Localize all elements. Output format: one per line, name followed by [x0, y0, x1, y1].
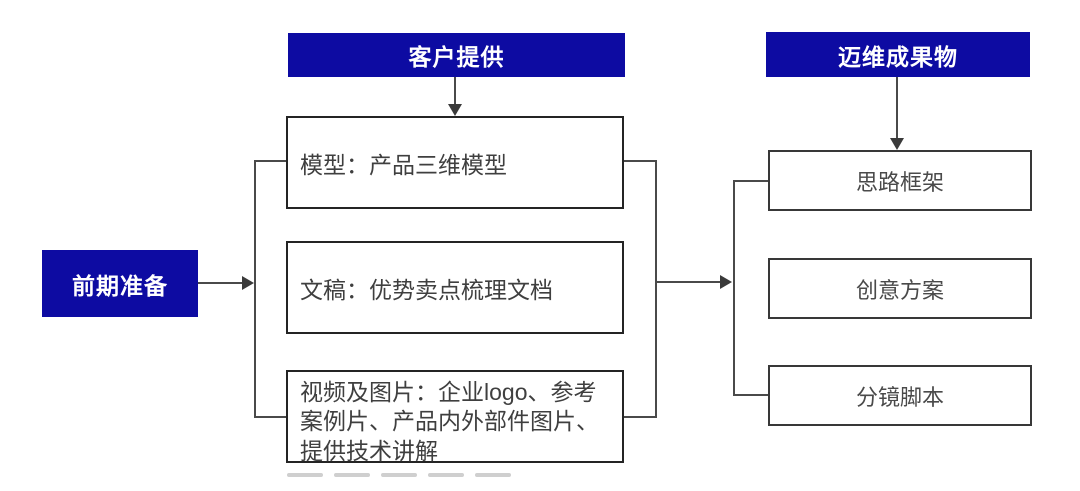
- connector-deliverables-header: [896, 77, 898, 138]
- stage-node-preparation: 前期准备: [42, 250, 198, 317]
- left-bracket-vertical: [254, 160, 256, 418]
- deliverable-box-framework: 思路框架: [768, 150, 1032, 211]
- right-bracket-stub-bottom: [733, 394, 768, 396]
- mid-bracket-vertical: [655, 160, 657, 418]
- connector-client-header: [454, 77, 456, 104]
- client-box-video-images: 视频及图片：企业logo、参考案例片、产品内外部件图片、提供技术讲解: [286, 370, 624, 464]
- cropped-text-artifact: [381, 473, 417, 477]
- arrowhead-down-icon: [448, 104, 462, 116]
- cropped-text-artifact: [334, 473, 370, 477]
- left-bracket-stub-bottom: [254, 416, 287, 418]
- right-bracket-vertical: [733, 180, 735, 396]
- deliverable-box-creative-plan: 创意方案: [768, 258, 1032, 319]
- mid-bracket-stub-top: [623, 160, 656, 162]
- arrowhead-right-icon: [720, 275, 732, 289]
- client-box-model: 模型：产品三维模型: [286, 116, 624, 209]
- cropped-text-artifact: [428, 473, 464, 477]
- header-deliverables: 迈维成果物: [766, 32, 1030, 77]
- arrowhead-down-icon: [890, 138, 904, 150]
- left-bracket-stub-top: [254, 160, 287, 162]
- right-bracket-stub-top: [733, 180, 768, 182]
- connector-mid-arrow: [656, 281, 720, 283]
- client-box-document: 文稿：优势卖点梳理文档: [286, 241, 624, 334]
- mid-bracket-stub-bottom: [623, 416, 656, 418]
- cropped-text-artifact: [475, 473, 511, 477]
- cropped-text-artifact: [287, 473, 323, 477]
- connector-stage-arrow: [198, 282, 242, 284]
- arrowhead-right-icon: [242, 276, 254, 290]
- header-client-provides: 客户提供: [288, 33, 625, 77]
- deliverable-box-storyboard: 分镜脚本: [768, 365, 1032, 426]
